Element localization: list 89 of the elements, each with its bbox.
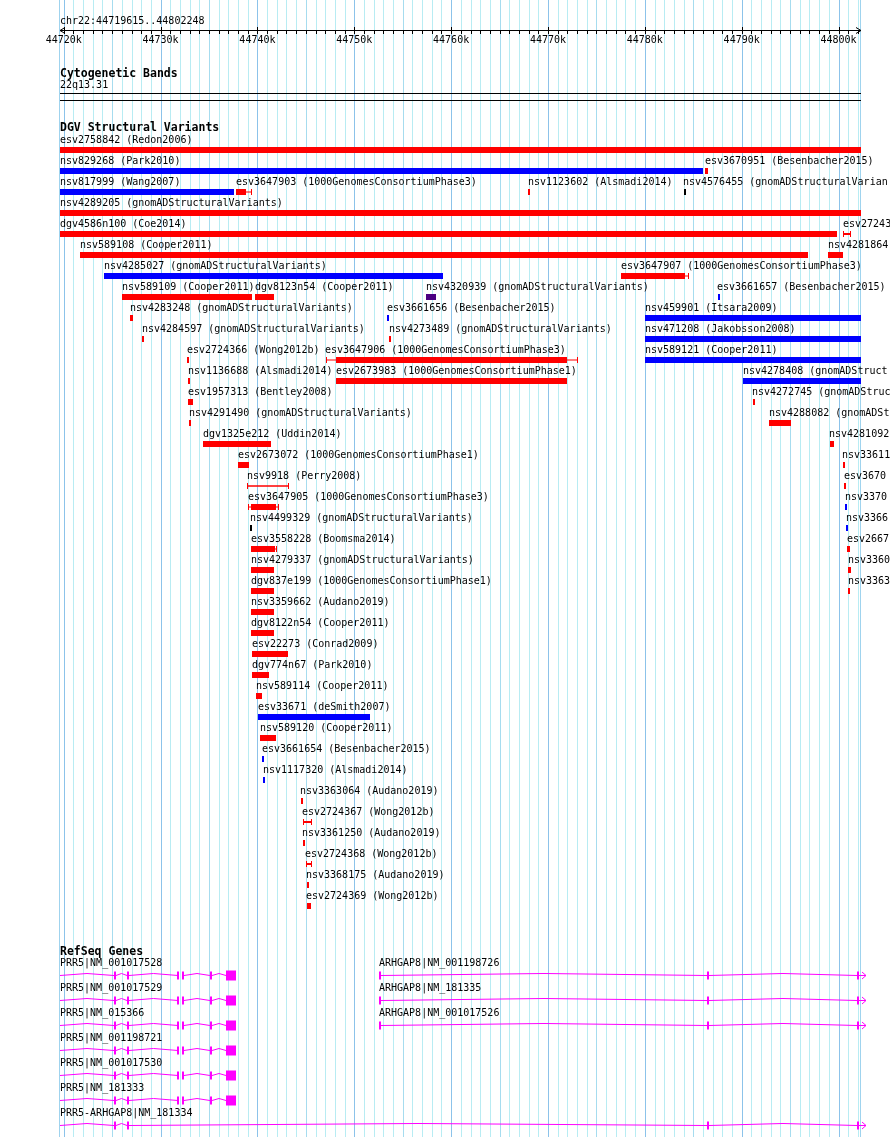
gene-label: PRR5|NM_001017528: [60, 957, 163, 969]
axis-tick-label: 44780k: [626, 34, 663, 46]
coordinate-range-label: chr22:44719615..44802248: [60, 15, 205, 27]
variant-label: esv2724367 (Wong2012b): [302, 806, 435, 818]
variant-label: nsv3366: [846, 512, 889, 524]
variant-label: nsv4284597 (gnomADStructuralVariants): [142, 323, 365, 335]
variant-label: esv2758842 (Redon2006): [60, 134, 193, 146]
variant-label: esv2673072 (1000GenomesConsortiumPhase1): [238, 449, 479, 461]
variant-label: esv3670: [844, 470, 887, 482]
variant-label: nsv4281092: [829, 428, 890, 440]
variant-label: nsv589108 (Cooper2011): [80, 239, 213, 251]
variant-label: nsv589120 (Cooper2011): [260, 722, 393, 734]
variant-label: nsv1117320 (Alsmadi2014): [263, 764, 408, 776]
variant-label: dgv774n67 (Park2010): [252, 659, 373, 671]
variant-label: esv2667: [847, 533, 890, 545]
band-label: 22q13.31: [60, 79, 109, 91]
variant-label: nsv4288082 (gnomADSt: [769, 407, 890, 419]
variant-label: nsv4576455 (gnomADStructuralVarian: [683, 176, 888, 188]
variant-label: nsv33611: [842, 449, 890, 461]
axis-tick-label: 44760k: [433, 34, 470, 46]
variant-label: nsv4291490 (gnomADStructuralVariants): [189, 407, 412, 419]
gene-label: ARHGAP8|NM_001017526: [379, 1007, 500, 1019]
variant-label: nsv3363: [848, 575, 890, 587]
variant-label: nsv4278408 (gnomADStruct: [743, 365, 888, 377]
variant-label: nsv9918 (Perry2008): [247, 470, 362, 482]
variant-label: nsv589114 (Cooper2011): [256, 680, 389, 692]
axis-tick-label: 44720k: [45, 34, 82, 46]
axis-tick-label: 44800k: [820, 34, 857, 46]
variant-label: dgv4586n100 (Coe2014): [60, 218, 187, 230]
axis-tick-label: 44790k: [723, 34, 760, 46]
track-heading: RefSeq Genes: [60, 945, 144, 957]
variant-label: nsv4279337 (gnomADStructuralVariants): [251, 554, 474, 566]
gene-label: PRR5|NM_001198721: [60, 1032, 163, 1044]
variant-label: nsv4320939 (gnomADStructuralVariants): [426, 281, 649, 293]
variant-label: nsv3360: [848, 554, 890, 566]
variant-label: nsv4289205 (gnomADStructuralVariants): [60, 197, 283, 209]
variant-label: nsv4273489 (gnomADStructuralVariants): [389, 323, 612, 335]
variant-label: nsv3368175 (Audano2019): [306, 869, 445, 881]
variant-label: nsv4283248 (gnomADStructuralVariants): [130, 302, 353, 314]
gene-label: PRR5|NM_001017530: [60, 1057, 163, 1069]
variant-label: esv2724366 (Wong2012b): [187, 344, 320, 356]
variant-label: esv2724368 (Wong2012b): [305, 848, 438, 860]
variant-label: esv2724369 (Wong2012b): [306, 890, 439, 902]
gene-label: PRR5|NM_181333: [60, 1082, 145, 1094]
variant-label: nsv1123602 (Alsmadi2014): [528, 176, 673, 188]
variant-label: esv33671 (deSmith2007): [258, 701, 391, 713]
variant-label: esv2673983 (1000GenomesConsortiumPhase1): [336, 365, 577, 377]
axis-tick-label: 44730k: [142, 34, 179, 46]
track-heading: DGV Structural Variants: [60, 121, 220, 133]
gene-label: ARHGAP8|NM_001198726: [379, 957, 500, 969]
variant-label: nsv3363064 (Audano2019): [300, 785, 439, 797]
variant-label: nsv4499329 (gnomADStructuralVariants): [250, 512, 473, 524]
variant-label: esv3647903 (1000GenomesConsortiumPhase3): [236, 176, 477, 188]
gene-label: ARHGAP8|NM_181335: [379, 982, 482, 994]
variant-label: esv1957313 (Bentley2008): [188, 386, 333, 398]
variant-label: nsv829268 (Park2010): [60, 155, 181, 167]
gene-label: PRR5|NM_001017529: [60, 982, 163, 994]
variant-label: dgv1325e212 (Uddin2014): [203, 428, 342, 440]
axis-tick-label: 44750k: [336, 34, 373, 46]
axis-tick-label: 44740k: [239, 34, 276, 46]
track-heading: Cytogenetic Bands: [60, 67, 178, 79]
variant-label: esv3661656 (Besenbacher2015): [387, 302, 556, 314]
variant-label: nsv4272745 (gnomADStruc: [752, 386, 890, 398]
variant-label: nsv589121 (Cooper2011): [645, 344, 778, 356]
variant-label: esv3647906 (1000GenomesConsortiumPhase3): [325, 344, 566, 356]
variant-label: esv3647905 (1000GenomesConsortiumPhase3): [248, 491, 489, 503]
variant-label: dgv8122n54 (Cooper2011): [251, 617, 390, 629]
variant-label: nsv3359662 (Audano2019): [251, 596, 390, 608]
gene-label: PRR5-ARHGAP8|NM_181334: [60, 1107, 193, 1119]
variant-label: nsv4285027 (gnomADStructuralVariants): [104, 260, 327, 272]
variant-label: esv3647907 (1000GenomesConsortiumPhase3): [621, 260, 862, 272]
variant-label: esv27243: [843, 218, 890, 230]
variant-label: esv3661654 (Besenbacher2015): [262, 743, 431, 755]
variant-label: esv3670951 (Besenbacher2015): [705, 155, 874, 167]
variant-label: esv3558228 (Boomsma2014): [251, 533, 396, 545]
variant-label: nsv817999 (Wang2007): [60, 176, 181, 188]
variant-label: esv3661657 (Besenbacher2015): [717, 281, 886, 293]
gene-label: PRR5|NM_015366: [60, 1007, 145, 1019]
axis-tick-label: 44770k: [529, 34, 567, 46]
variant-label: nsv3361250 (Audano2019): [302, 827, 441, 839]
variant-label: dgv8123n54 (Cooper2011): [255, 281, 394, 293]
variant-label: nsv471208 (Jakobsson2008): [645, 323, 796, 335]
variant-label: esv22273 (Conrad2009): [252, 638, 379, 650]
variant-label: nsv4281864: [828, 239, 889, 251]
variant-label: nsv1136688 (Alsmadi2014): [188, 365, 333, 377]
variant-label: nsv459901 (Itsara2009): [645, 302, 778, 314]
variant-label: nsv589109 (Cooper2011): [122, 281, 255, 293]
variant-label: dgv837e199 (1000GenomesConsortiumPhase1): [251, 575, 492, 587]
variant-label: nsv3370: [845, 491, 888, 503]
